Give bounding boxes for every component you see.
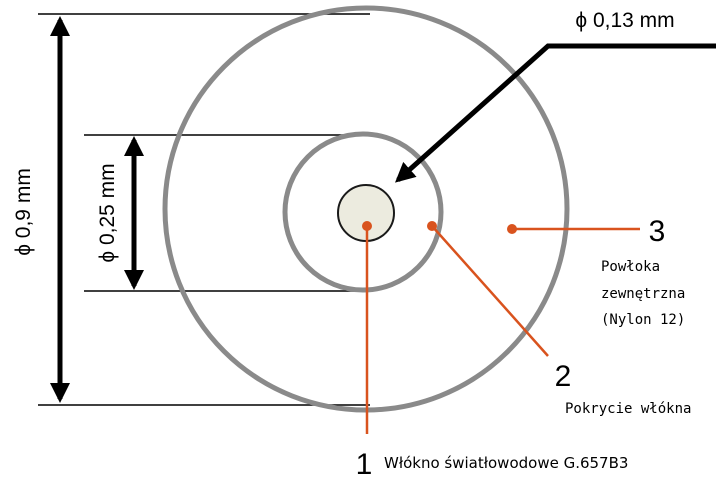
layer-3-label-line2: zewnętrzna	[601, 286, 685, 302]
leader-2	[431, 225, 549, 357]
coating-diameter-label: ϕ 0,25 mm	[96, 163, 119, 262]
callout-number-3: 3	[649, 215, 666, 248]
dot-3	[507, 224, 517, 234]
outer-diameter-label: ϕ 0,9 mm	[12, 168, 35, 256]
callout-number-1: 1	[356, 448, 373, 481]
layer-3-label-line3: (Nylon 12)	[601, 312, 685, 328]
core-diameter-label: ϕ 0,13 mm	[575, 9, 674, 32]
extension-lines	[38, 13, 370, 406]
dot-1	[362, 221, 372, 231]
callout-dots	[362, 221, 517, 234]
dot-2	[427, 221, 437, 231]
callout-leaders	[365, 225, 640, 434]
layer-1-label: Włókno światłowodowe G.657B3	[384, 454, 628, 472]
layer-2-label: Pokrycie włókna	[565, 401, 691, 417]
core-diameter-leader	[395, 43, 716, 183]
layer-3-label-line1: Powłoka	[601, 259, 660, 275]
coating-ring	[282, 131, 444, 293]
callout-number-2: 2	[555, 360, 572, 393]
